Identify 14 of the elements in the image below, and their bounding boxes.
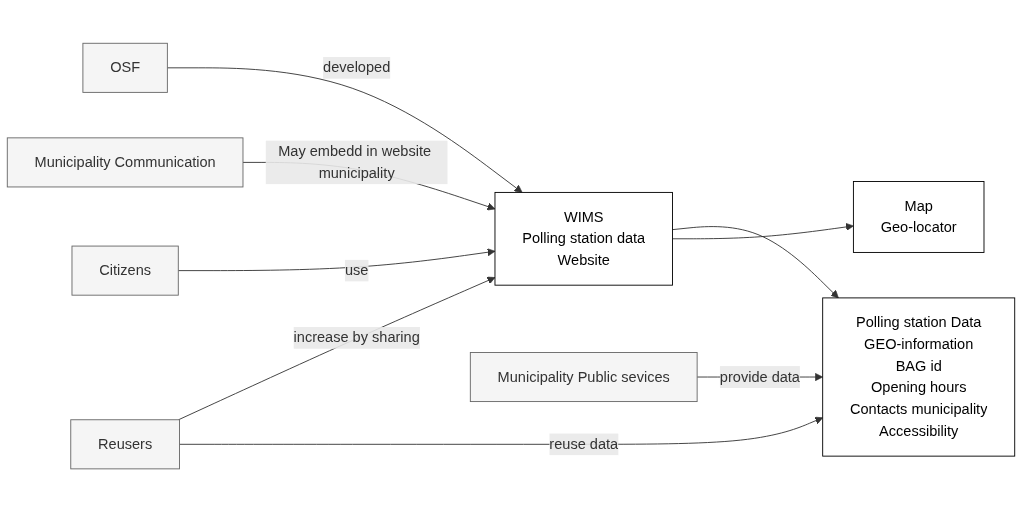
edge-label: provide data (719, 369, 800, 385)
node-box: WIMS Polling station data Website (494, 192, 673, 287)
edge-label: increase by sharing (293, 330, 420, 346)
node-box: Municipality Communication (6, 137, 244, 188)
node-box: Citizens (71, 246, 179, 297)
edge-label: developed (323, 60, 391, 76)
node-box: Municipality Public sevices (469, 352, 698, 403)
edge-label: May embedd in website municipality (278, 143, 432, 182)
node-box: OSF (82, 43, 168, 94)
node-box: Reusers (70, 419, 180, 470)
node-box: Map Geo-locator (852, 181, 985, 254)
edge-label: reuse data (549, 436, 619, 453)
node-box: Polling station Data GEO-information BAG id Opening hours Contacts municipality Accessibility (822, 297, 1016, 457)
edge-label: use (344, 262, 369, 279)
